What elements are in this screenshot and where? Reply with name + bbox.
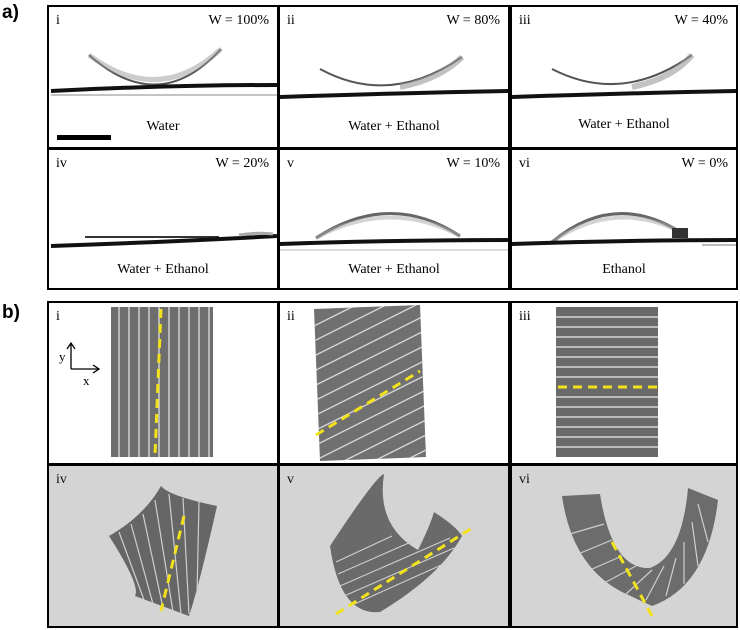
part-b-frame: i y x ii [47,301,738,628]
water-fraction: W = 20% [215,156,269,171]
part-b-label: b) [2,302,20,323]
film-on-fiber-image [512,53,736,99]
film-on-fiber-image [50,231,277,248]
solvent-caption: Water + Ethanol [348,262,440,277]
solvent-caption: Water [146,119,180,134]
panel-numeral: v [287,156,294,171]
part-a-frame: i W = 100% Water ii W = 80% Water + Etha… [47,5,738,290]
panel-numeral: iv [56,156,67,171]
panel-numeral: iii [519,309,531,324]
panel-a-iv: iv W = 20% Water + Ethanol [49,150,277,288]
film-on-fiber-image [512,212,736,246]
panel-b-vi: vi [512,466,736,626]
film-on-fiber-image [280,54,508,99]
panel-b-i: i y x [49,303,277,463]
film-on-fiber-image [50,47,277,140]
patterned-film-image [314,305,426,461]
x-axis-label: x [83,373,90,388]
panel-numeral: iii [519,13,531,28]
panel-b-ii: ii [280,303,508,463]
water-fraction: W = 40% [674,13,728,28]
patterned-film-image: y x [59,307,213,457]
panel-a-iii: iii W = 40% Water + Ethanol [512,7,736,147]
part-a-label: a) [2,2,19,23]
water-fraction: W = 80% [446,13,500,28]
panel-numeral: ii [287,309,295,324]
panel-b-iv: iv [49,466,277,626]
water-fraction: W = 100% [208,13,269,28]
solvent-caption: Water + Ethanol [117,262,209,277]
panel-a-v: v W = 10% Water + Ethanol [280,150,508,288]
solvent-caption: Water + Ethanol [348,119,440,134]
curled-film-image [109,486,217,616]
water-fraction: W = 10% [446,156,500,171]
solvent-caption: Ethanol [602,262,646,277]
y-axis-label: y [59,349,66,364]
water-fraction: W = 0% [681,156,728,171]
panel-numeral: vi [519,156,530,171]
panel-b-v: v [280,466,508,626]
scale-bar [57,135,111,140]
panel-a-vi: vi W = 0% Ethanol [512,150,736,288]
panel-a-i: i W = 100% Water [49,7,277,147]
film-on-fiber-image [280,212,508,251]
panel-numeral: i [56,13,60,28]
panel-numeral: v [287,472,294,487]
panel-a-ii: ii W = 80% Water + Ethanol [280,7,508,147]
panel-numeral: vi [519,472,530,487]
panel-numeral: ii [287,13,295,28]
curled-film-image [562,488,718,617]
panel-b-iii: iii [512,303,736,463]
solvent-caption: Water + Ethanol [578,117,670,132]
curled-film-image [330,474,473,616]
panel-numeral: iv [56,472,67,487]
axis-indicator [66,341,101,374]
patterned-film-image [556,307,658,457]
panel-numeral: i [56,309,60,324]
